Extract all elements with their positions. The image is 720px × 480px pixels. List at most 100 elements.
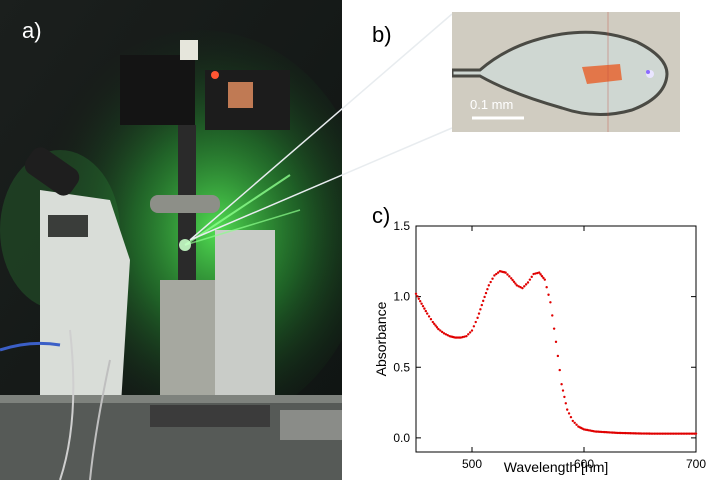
data-point	[495, 272, 498, 276]
capillary-loop	[452, 30, 669, 117]
data-point	[558, 368, 561, 372]
data-point	[552, 327, 556, 330]
y-tick-label: 0.0	[393, 431, 410, 445]
data-point	[547, 293, 550, 296]
data-point	[429, 318, 433, 321]
x-tick-label: 500	[462, 457, 482, 471]
data-point	[534, 272, 537, 275]
data-point	[538, 271, 541, 274]
data-point	[416, 295, 419, 298]
data-point	[496, 271, 500, 274]
data-point	[515, 284, 518, 287]
data-point	[482, 299, 485, 303]
data-point	[479, 308, 482, 311]
data-point	[511, 278, 514, 282]
data-point	[563, 395, 566, 399]
y-tick-label: 1.5	[393, 219, 410, 233]
data-point	[532, 272, 535, 276]
data-point	[543, 278, 546, 281]
data-point	[564, 402, 567, 405]
loop-micrograph: 0.1 mm	[452, 12, 680, 132]
data-point	[517, 285, 520, 288]
data-point	[477, 312, 481, 315]
data-point	[463, 335, 466, 338]
data-point	[431, 320, 434, 324]
data-point	[435, 326, 439, 329]
data-point	[423, 307, 426, 310]
data-point	[486, 288, 489, 291]
data-point	[528, 278, 532, 281]
data-point	[524, 283, 528, 286]
data-point	[560, 383, 563, 386]
data-point	[483, 295, 486, 299]
data-point	[491, 277, 494, 280]
data-point	[519, 286, 522, 289]
data-point	[567, 412, 571, 415]
data-point	[472, 325, 476, 328]
data-point	[476, 316, 479, 320]
data-point	[561, 389, 565, 392]
data-point	[480, 303, 483, 307]
data-point	[573, 421, 576, 425]
data-point	[545, 286, 548, 289]
data-point	[440, 330, 444, 334]
data-point	[434, 324, 437, 327]
data-point	[566, 408, 569, 411]
data-point	[467, 333, 470, 336]
plot-frame	[415, 225, 697, 453]
panel-label-a: a)	[22, 18, 42, 43]
data-point	[420, 302, 423, 305]
data-point	[465, 334, 468, 338]
data-point	[493, 274, 496, 277]
data-point	[487, 284, 490, 287]
data-point	[426, 312, 429, 315]
data-point	[468, 331, 472, 334]
data-point	[569, 415, 573, 419]
data-point	[446, 334, 449, 337]
data-point	[514, 282, 517, 285]
data-point	[489, 280, 492, 284]
x-tick-label: 600	[574, 457, 594, 471]
y-axis-label: Absorbance	[373, 301, 389, 376]
data-point	[439, 329, 442, 332]
data-point	[575, 423, 578, 426]
series-absorbance	[414, 270, 698, 435]
data-point	[506, 273, 509, 276]
data-point	[424, 309, 427, 313]
data-point	[442, 332, 446, 335]
data-point	[504, 271, 507, 274]
data-point	[421, 304, 425, 308]
panel-label-b: b)	[372, 22, 392, 47]
data-point	[414, 292, 418, 295]
data-point	[540, 274, 544, 278]
data-point	[556, 354, 560, 358]
data-point	[417, 297, 420, 300]
data-point	[419, 300, 422, 303]
data-point	[508, 275, 511, 278]
data-point	[437, 327, 440, 331]
data-point	[444, 333, 448, 336]
data-point	[551, 314, 554, 317]
x-axis-label: Wavelength [nm]	[504, 459, 609, 475]
data-point	[521, 286, 524, 290]
data-point	[549, 301, 552, 304]
data-point	[694, 432, 698, 435]
data-point	[459, 336, 462, 339]
y-tick-label: 1.0	[393, 290, 410, 304]
y-tick-label: 0.5	[393, 360, 410, 374]
data-point	[526, 281, 530, 284]
data-point	[461, 335, 464, 339]
data-point	[536, 271, 539, 275]
data-point	[554, 340, 558, 344]
data-point	[571, 419, 574, 423]
data-point	[470, 329, 474, 332]
y-ticks: 0.0 0.5 1.0 1.5	[393, 219, 696, 445]
data-point	[433, 322, 436, 326]
scale-bar-label: 0.1 mm	[470, 97, 513, 112]
data-point	[542, 276, 545, 280]
data-point	[474, 320, 477, 324]
data-point	[427, 315, 431, 318]
data-point	[539, 273, 542, 276]
